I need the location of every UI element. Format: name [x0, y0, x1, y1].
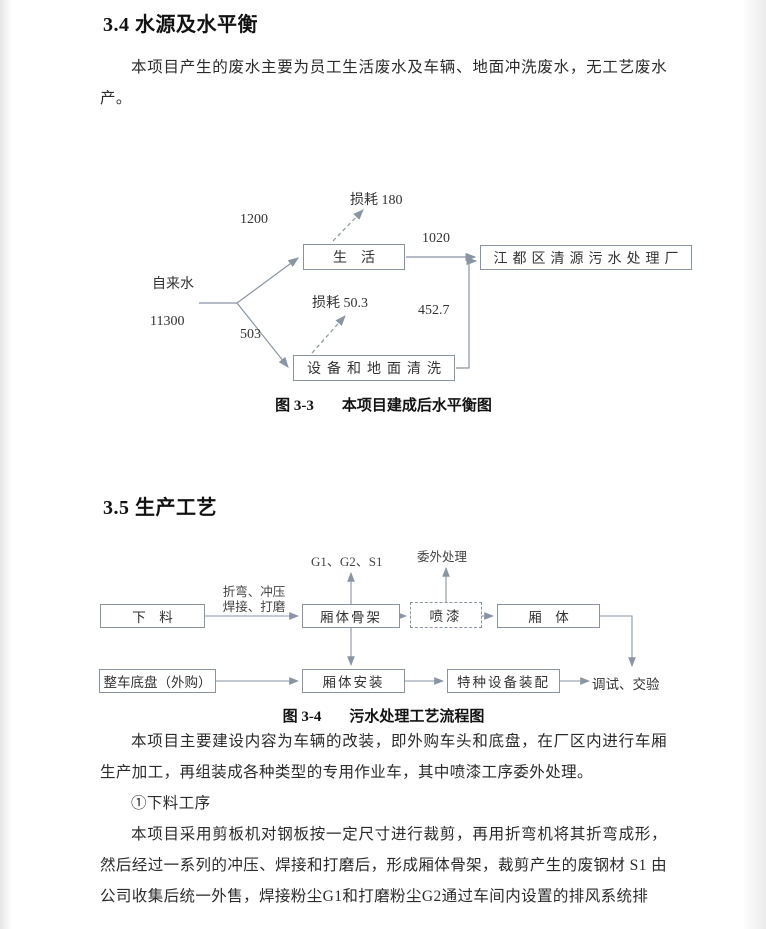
section-heading-3-5: 3.5 生产工艺 [103, 497, 217, 519]
figure-3-4-caption-number: 图 3-4 [282, 709, 322, 725]
section-3-5-text: 本项目主要建设内容为车辆的改装，即外购车头和底盘，在厂区内进行车厢生产加工，再组… [100, 726, 667, 912]
process-flow-lines [205, 566, 636, 685]
domestic-use-box: 生 活 [303, 244, 405, 270]
flow-domestic-out-label: 1020 [422, 231, 450, 246]
cutting-box: 下 料 [100, 604, 205, 628]
process-step-label-line1: 折弯、冲压 [222, 585, 286, 599]
page-edge-shade-right [742, 0, 766, 929]
page-edge-shade-left [0, 0, 12, 929]
sewage-plant-box: 江都区清源污水处理厂 [480, 245, 692, 270]
flow-domestic-in-label: 1200 [240, 212, 268, 227]
chassis-purchased-box: 整车底盘（外购） [99, 669, 216, 693]
figure-3-4-caption-title: 污水处理工艺流程图 [349, 709, 485, 725]
water-source-label: 自来水 [152, 277, 194, 292]
special-equipment-assembly-box: 特种设备装配 [447, 669, 560, 693]
figure-3-3-caption-title: 本项目建成后水平衡图 [341, 398, 492, 414]
painting-box: 喷漆 [410, 602, 482, 628]
figure-3-3-water-balance-diagram: 损耗 180 1200 1020 自来水 损耗 50.3 452.7 11300… [100, 186, 700, 391]
water-source-value-label: 11300 [150, 314, 185, 329]
body-box: 厢 体 [497, 604, 600, 628]
body-frame-box: 厢体骨架 [302, 604, 400, 628]
section-3-4-paragraph: 本项目产生的废水主要为员工生活废水及车辆、地面冲洗废水，无工艺废水产。 [100, 59, 667, 107]
body-installation-box: 厢体安装 [302, 669, 405, 693]
debug-inspection-label: 调试、交验 [592, 677, 660, 692]
flow-cleaning-in-label: 503 [240, 327, 261, 342]
figure-3-3-caption: 图 3-3 本项目建成后水平衡图 [100, 394, 667, 415]
loss-domestic-label: 损耗 180 [350, 193, 403, 208]
equipment-ground-cleaning-box: 设备和地面清洗 [293, 355, 455, 381]
flow-cleaning-out-label: 452.7 [418, 303, 450, 318]
paragraph-step-heading: ①下料工序 [131, 795, 211, 812]
waste-codes-label: G1、G2、S1 [311, 554, 383, 569]
figure-3-4-process-flow-diagram: G1、G2、S1 委外处理 折弯、冲压 焊接、打磨 下 料 厢体骨架 喷漆 厢 … [95, 543, 675, 701]
water-balance-flow-lines [199, 209, 478, 369]
paragraph-project-content: 本项目主要建设内容为车辆的改装，即外购车头和底盘，在厂区内进行车厢生产加工，再组… [100, 733, 667, 781]
paragraph-cutting-process: 本项目采用剪板机对钢板按一定尺寸进行裁剪，再用折弯机将其折弯成形，然后经过一系列… [100, 826, 667, 905]
figure-3-3-caption-number: 图 3-3 [275, 398, 314, 414]
process-step-labels: 折弯、冲压 焊接、打磨 [207, 585, 301, 615]
process-step-label-line2: 焊接、打磨 [222, 600, 286, 614]
loss-cleaning-label: 损耗 50.3 [312, 296, 368, 311]
outsourced-processing-label: 委外处理 [417, 550, 468, 564]
section-heading-3-4: 3.4 水源及水平衡 [103, 14, 258, 36]
figure-3-4-caption: 图 3-4 污水处理工艺流程图 [100, 705, 667, 726]
